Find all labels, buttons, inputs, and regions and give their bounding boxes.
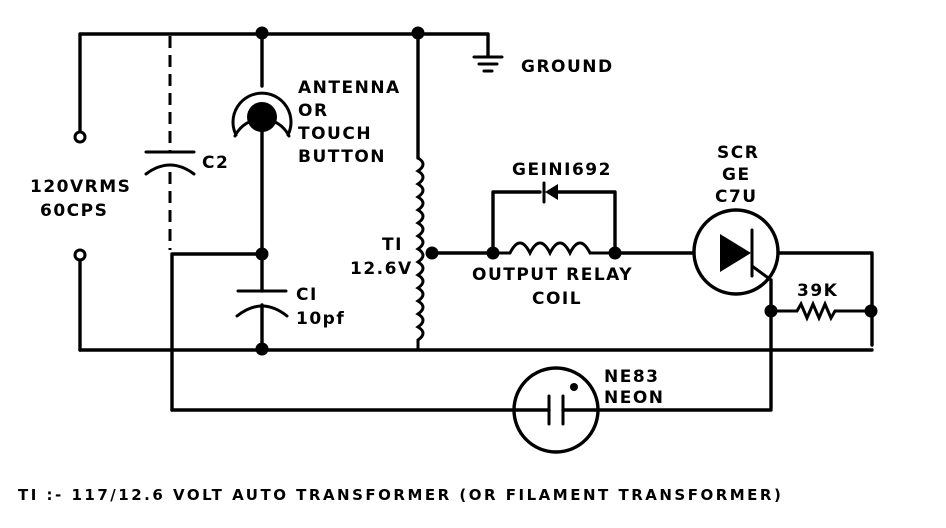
scr-label-3: C7U bbox=[715, 187, 758, 207]
source-label-frequency: 60CPS bbox=[40, 201, 108, 221]
c2-label: C2 bbox=[202, 153, 229, 173]
antenna-label-1: ANTENNA bbox=[298, 78, 401, 98]
diode-label: GEINI692 bbox=[512, 160, 612, 180]
c1-label: CI bbox=[296, 285, 318, 305]
relay-coil: GEINI692 OUTPUT RELAY COIL bbox=[430, 160, 633, 309]
antenna-label-2: OR bbox=[298, 101, 329, 121]
c1-value: 10pf bbox=[296, 309, 345, 329]
ground-label: GROUND bbox=[521, 57, 614, 77]
t1-value: 12.6V bbox=[350, 259, 413, 279]
scr-icon bbox=[720, 234, 751, 272]
resistor-label: 39K bbox=[797, 281, 838, 301]
ground-symbol: GROUND bbox=[472, 55, 614, 77]
capacitor-c2: C2 bbox=[144, 36, 229, 250]
neon-gas-dot-icon bbox=[570, 383, 578, 391]
neon-label-1: NE83 bbox=[604, 367, 660, 387]
scr-label-2: GE bbox=[722, 165, 751, 185]
scr-label-1: SCR bbox=[717, 143, 759, 163]
neon-label-2: NEON bbox=[604, 388, 665, 408]
capacitor-c1: CI 10pf bbox=[170, 247, 345, 412]
source-label-voltage: 120VRMS bbox=[30, 177, 131, 197]
diode-icon bbox=[545, 184, 558, 200]
antenna-label-3: TOUCH bbox=[298, 124, 372, 144]
terminal-top bbox=[73, 130, 87, 144]
resistor-39k: 39K bbox=[764, 281, 878, 322]
neon-lamp: NE83 NEON bbox=[170, 366, 773, 454]
input-terminals: 120VRMS 60CPS bbox=[30, 130, 131, 352]
footnote: TI :- 117/12.6 VOLT AUTO TRANSFORMER (OR… bbox=[18, 486, 783, 504]
relay-label-2: COIL bbox=[532, 289, 582, 309]
t1-label: TI bbox=[382, 235, 403, 255]
antenna-label-4: BUTTON bbox=[298, 147, 386, 167]
antenna-touch-button: ANTENNA OR TOUCH BUTTON bbox=[231, 31, 401, 256]
top-rail bbox=[78, 26, 490, 134]
relay-label-1: OUTPUT RELAY bbox=[472, 265, 633, 285]
